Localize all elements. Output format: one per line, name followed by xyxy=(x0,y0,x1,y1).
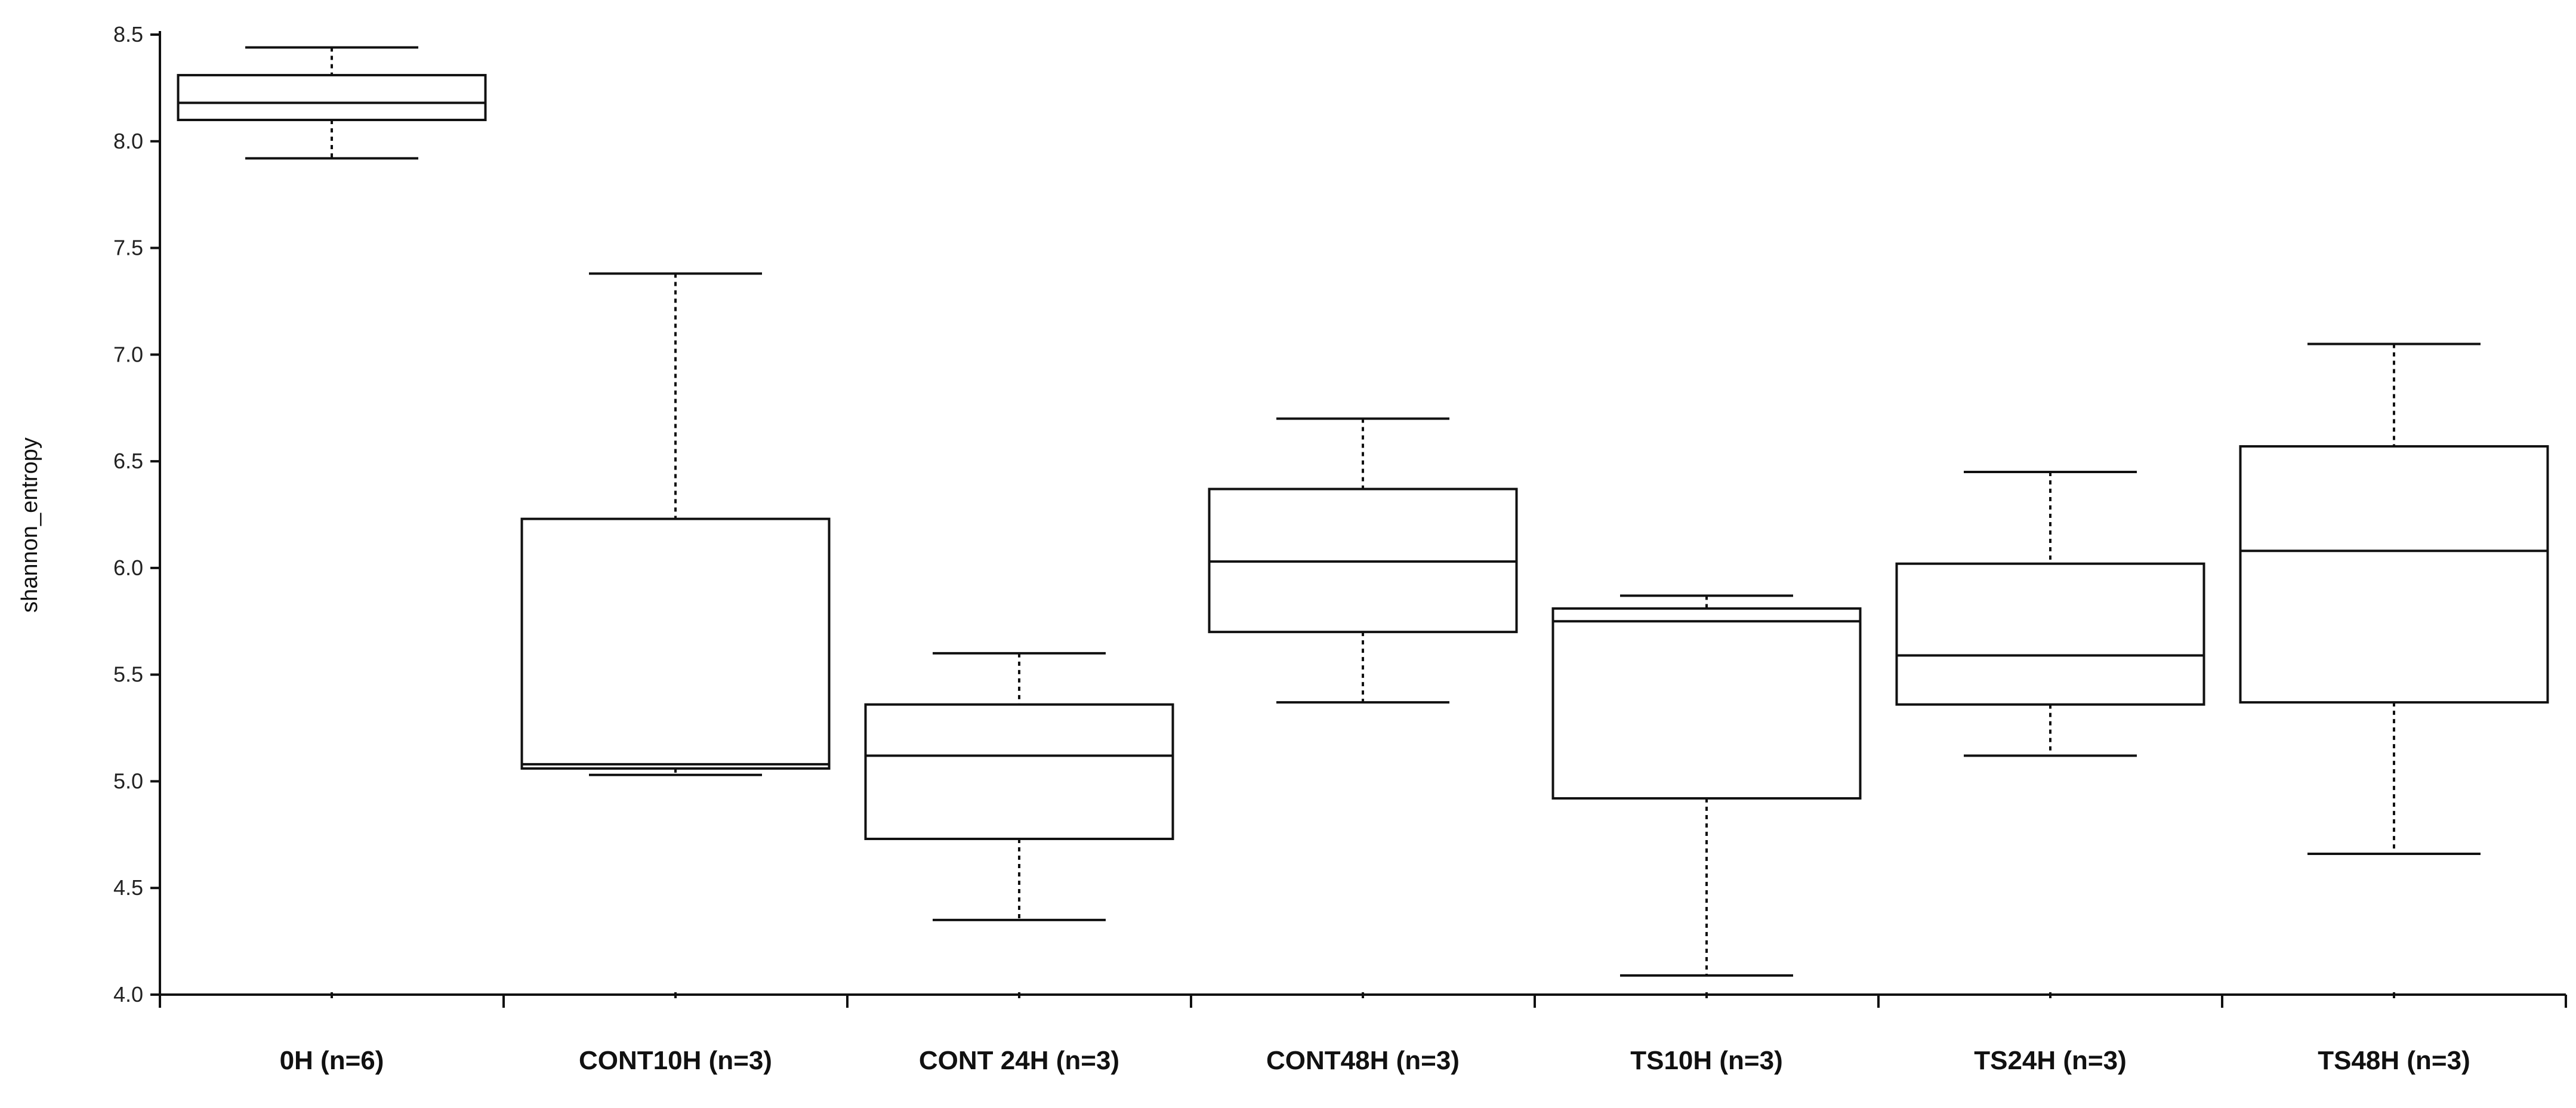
x-category-label: TS10H (n=3) xyxy=(1630,1046,1783,1075)
box-group-2 xyxy=(520,272,831,776)
iqr-box xyxy=(177,73,487,122)
y-tick-label: 5.5 xyxy=(113,662,143,687)
box-group-7 xyxy=(2239,342,2549,856)
box-group-5 xyxy=(1551,594,1862,977)
box-group-6 xyxy=(1895,470,2205,757)
box-group-1 xyxy=(177,46,487,160)
y-tick-label: 7.5 xyxy=(113,236,143,260)
axes: 4.0 4.5 5.0 5.5 6.0 6.5 7.0 7.5 8.0 8.5 0H (n=6) CO… xyxy=(113,22,2567,1075)
iqr-box xyxy=(1551,607,1862,800)
iqr-box xyxy=(1895,562,2205,706)
x-category-label: TS48H (n=3) xyxy=(2318,1046,2470,1075)
x-category-label: TS24H (n=3) xyxy=(1974,1046,2127,1075)
y-tick-label: 5.0 xyxy=(113,768,143,793)
y-tick-label: 7.0 xyxy=(113,342,143,366)
y-tick-label: 8.0 xyxy=(113,129,143,153)
y-tick-label: 4.5 xyxy=(113,875,143,900)
y-axis-title: shannon_entropy xyxy=(17,437,42,613)
x-category-label: 0H (n=6) xyxy=(280,1046,384,1075)
x-category-label: CONT48H (n=3) xyxy=(1266,1046,1460,1075)
iqr-box xyxy=(2239,445,2549,704)
box-group-4 xyxy=(1208,417,1518,704)
y-tick-label: 6.0 xyxy=(113,555,143,580)
y-tick-label: 4.0 xyxy=(113,982,143,1007)
box-series xyxy=(177,46,2549,977)
x-category-label: CONT 24H (n=3) xyxy=(919,1046,1119,1075)
y-tick-label: 8.5 xyxy=(113,22,143,47)
iqr-box xyxy=(864,703,1174,840)
box-group-3 xyxy=(864,652,1174,921)
iqr-box xyxy=(520,517,831,770)
x-category-label: CONT10H (n=3) xyxy=(579,1046,772,1075)
y-tick-label: 6.5 xyxy=(113,449,143,473)
